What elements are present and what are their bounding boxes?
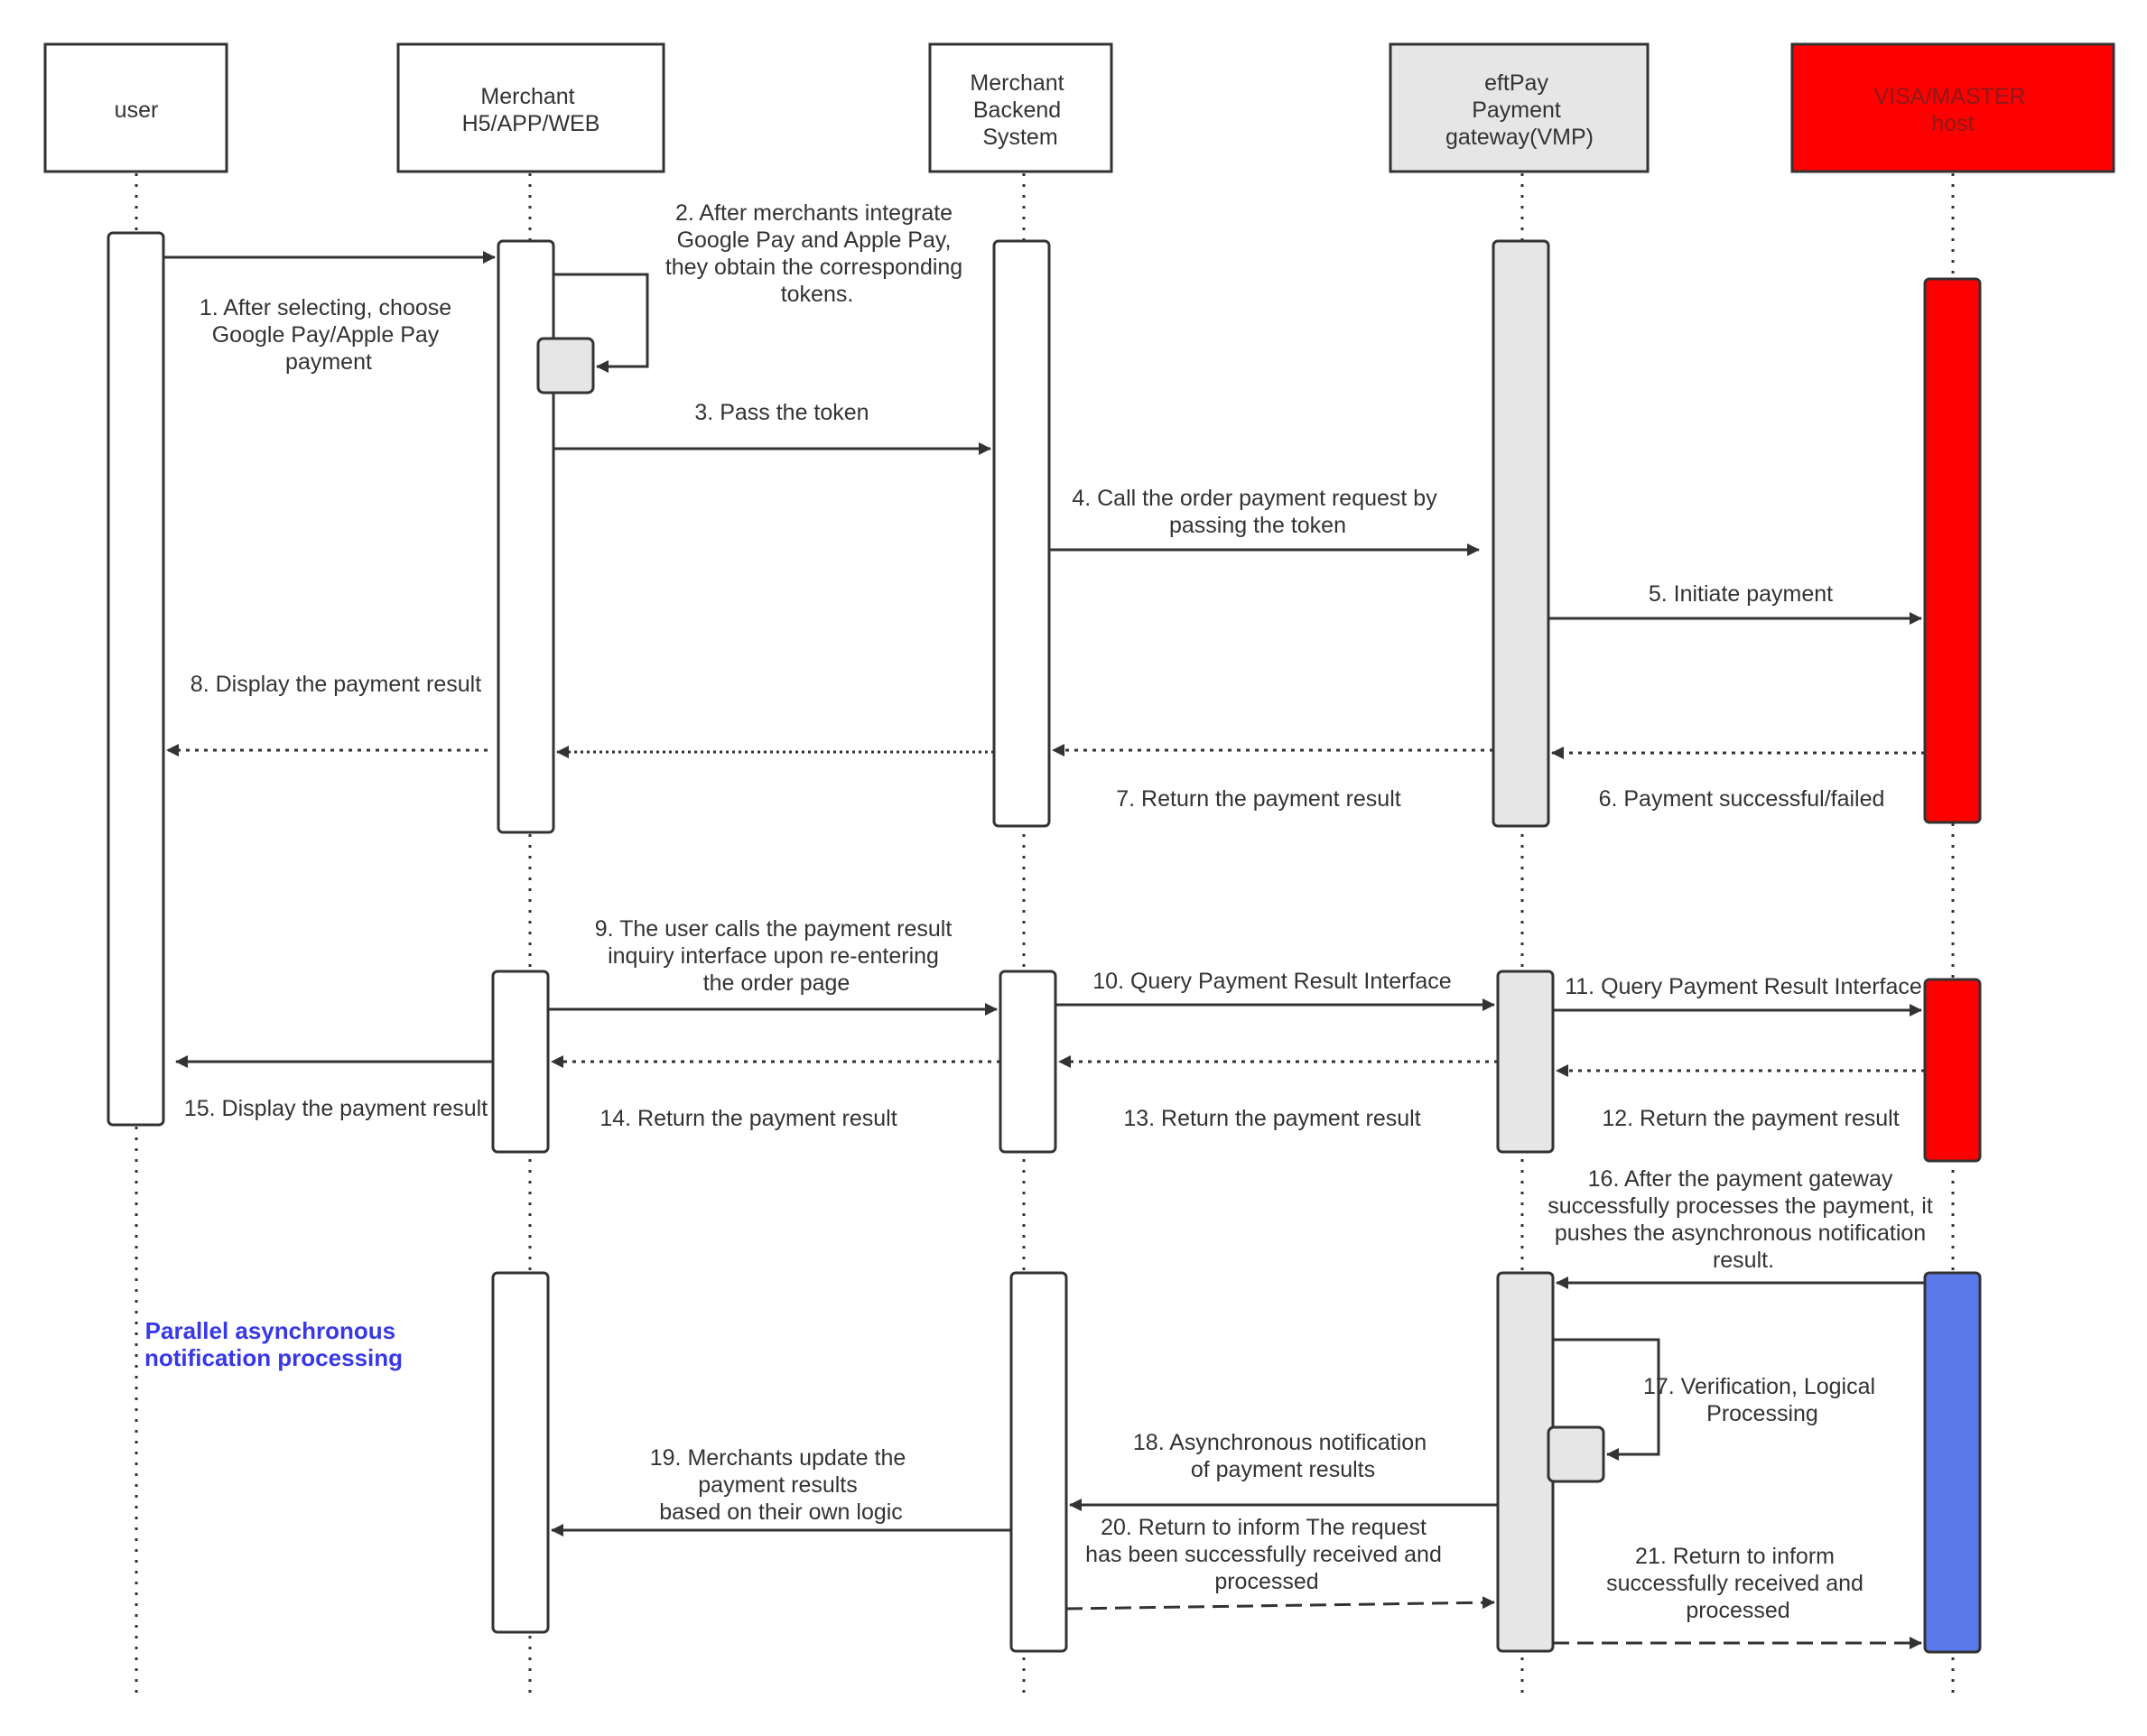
label-msg-10: 10. Query Payment Result Interface	[1092, 969, 1451, 994]
participant-box-eftpay-gateway	[1389, 42, 1650, 173]
label-msg-18: 18. Asynchronous notification of payment…	[1133, 1430, 1433, 1482]
activation-bars	[107, 231, 1982, 1654]
label-msg-15: 15. Display the payment result	[184, 1096, 488, 1121]
participant-label-visa-master-host: VISA/MASTER host	[1873, 84, 2031, 136]
activation-eftpay-gateway-1	[1492, 239, 1550, 828]
activation-merchant-h5-1	[497, 239, 555, 834]
label-msg-4: 4. Call the order payment request by pas…	[1072, 486, 1443, 538]
label-msg-13: 13. Return the payment result	[1123, 1106, 1420, 1131]
label-msg-3: 3. Pass the token	[694, 400, 869, 425]
label-msg-17: 17. Verification, Logical Processing	[1643, 1374, 1882, 1426]
activation-visa-master-host-1	[1923, 277, 1982, 824]
activation-merchant-h5-3	[491, 1271, 550, 1634]
participant-box-merchant-backend	[928, 42, 1113, 173]
activation-visa-master-host-3	[1923, 1271, 1982, 1654]
activation-user	[107, 231, 165, 1127]
label-msg-12: 12. Return the payment result	[1602, 1106, 1899, 1131]
participant-label-merchant-backend: Merchant Backend System	[970, 70, 1070, 150]
message-arrows	[163, 251, 1925, 1649]
participant-box-visa-master-host	[1790, 42, 2115, 173]
participant-label-eftpay-gateway: eftPay Payment gateway(VMP)	[1445, 70, 1594, 150]
label-msg-21: 21. Return to inform successfully receiv…	[1606, 1544, 1870, 1623]
activation-eftpay-gateway-3	[1496, 1271, 1555, 1653]
label-msg-6: 6. Payment successful/failed	[1599, 786, 1885, 812]
message-labels: 1. After selecting, choose Google Pay/Ap…	[184, 200, 1939, 1623]
label-msg-7: 7. Return the payment result	[1116, 786, 1400, 812]
label-msg-19: 19. Merchants update the payment results…	[650, 1445, 912, 1525]
activation-merchant-h5-self	[536, 337, 595, 395]
arrow-msg-20	[1065, 1596, 1495, 1611]
activation-merchant-backend-3	[1009, 1271, 1068, 1653]
label-msg-5: 5. Initiate payment	[1649, 581, 1833, 607]
label-msg-2: 2. After merchants integrate Google Pay …	[665, 200, 969, 307]
arrow-msg-2	[553, 273, 649, 373]
participant-label-user: user	[115, 97, 159, 123]
participant-box-user	[43, 42, 228, 173]
activation-visa-master-host-2	[1923, 978, 1982, 1163]
participant-box-merchant-h5	[396, 42, 665, 173]
label-msg-11: 11. Query Payment Result Interface	[1565, 974, 1922, 999]
participant-label-merchant-h5: Merchant H5/APP/WEB	[462, 84, 600, 136]
activation-eftpay-gateway-2	[1496, 970, 1555, 1154]
label-msg-1: 1. After selecting, choose Google Pay/Ap…	[200, 295, 458, 375]
arrow-msg-17	[1553, 1338, 1660, 1461]
participant-labels: user Merchant H5/APP/WEB Merchant Backen…	[115, 70, 2031, 150]
label-msg-16: 16. After the payment gateway successful…	[1548, 1166, 1939, 1273]
activation-merchant-h5-2	[491, 970, 550, 1154]
activation-merchant-backend-1	[992, 239, 1051, 828]
parallel-processing-note: Parallel asynchronous notification proce…	[144, 1317, 403, 1371]
label-msg-20: 20. Return to inform The request has bee…	[1085, 1515, 1448, 1594]
label-msg-9: 9. The user calls the payment result inq…	[595, 916, 959, 996]
label-msg-8: 8. Display the payment result	[191, 672, 481, 697]
label-msg-14: 14. Return the payment result	[599, 1106, 897, 1131]
participant-headers	[43, 42, 2115, 173]
activation-merchant-backend-2	[999, 970, 1057, 1154]
activation-eftpay-gateway-self	[1547, 1425, 1605, 1483]
